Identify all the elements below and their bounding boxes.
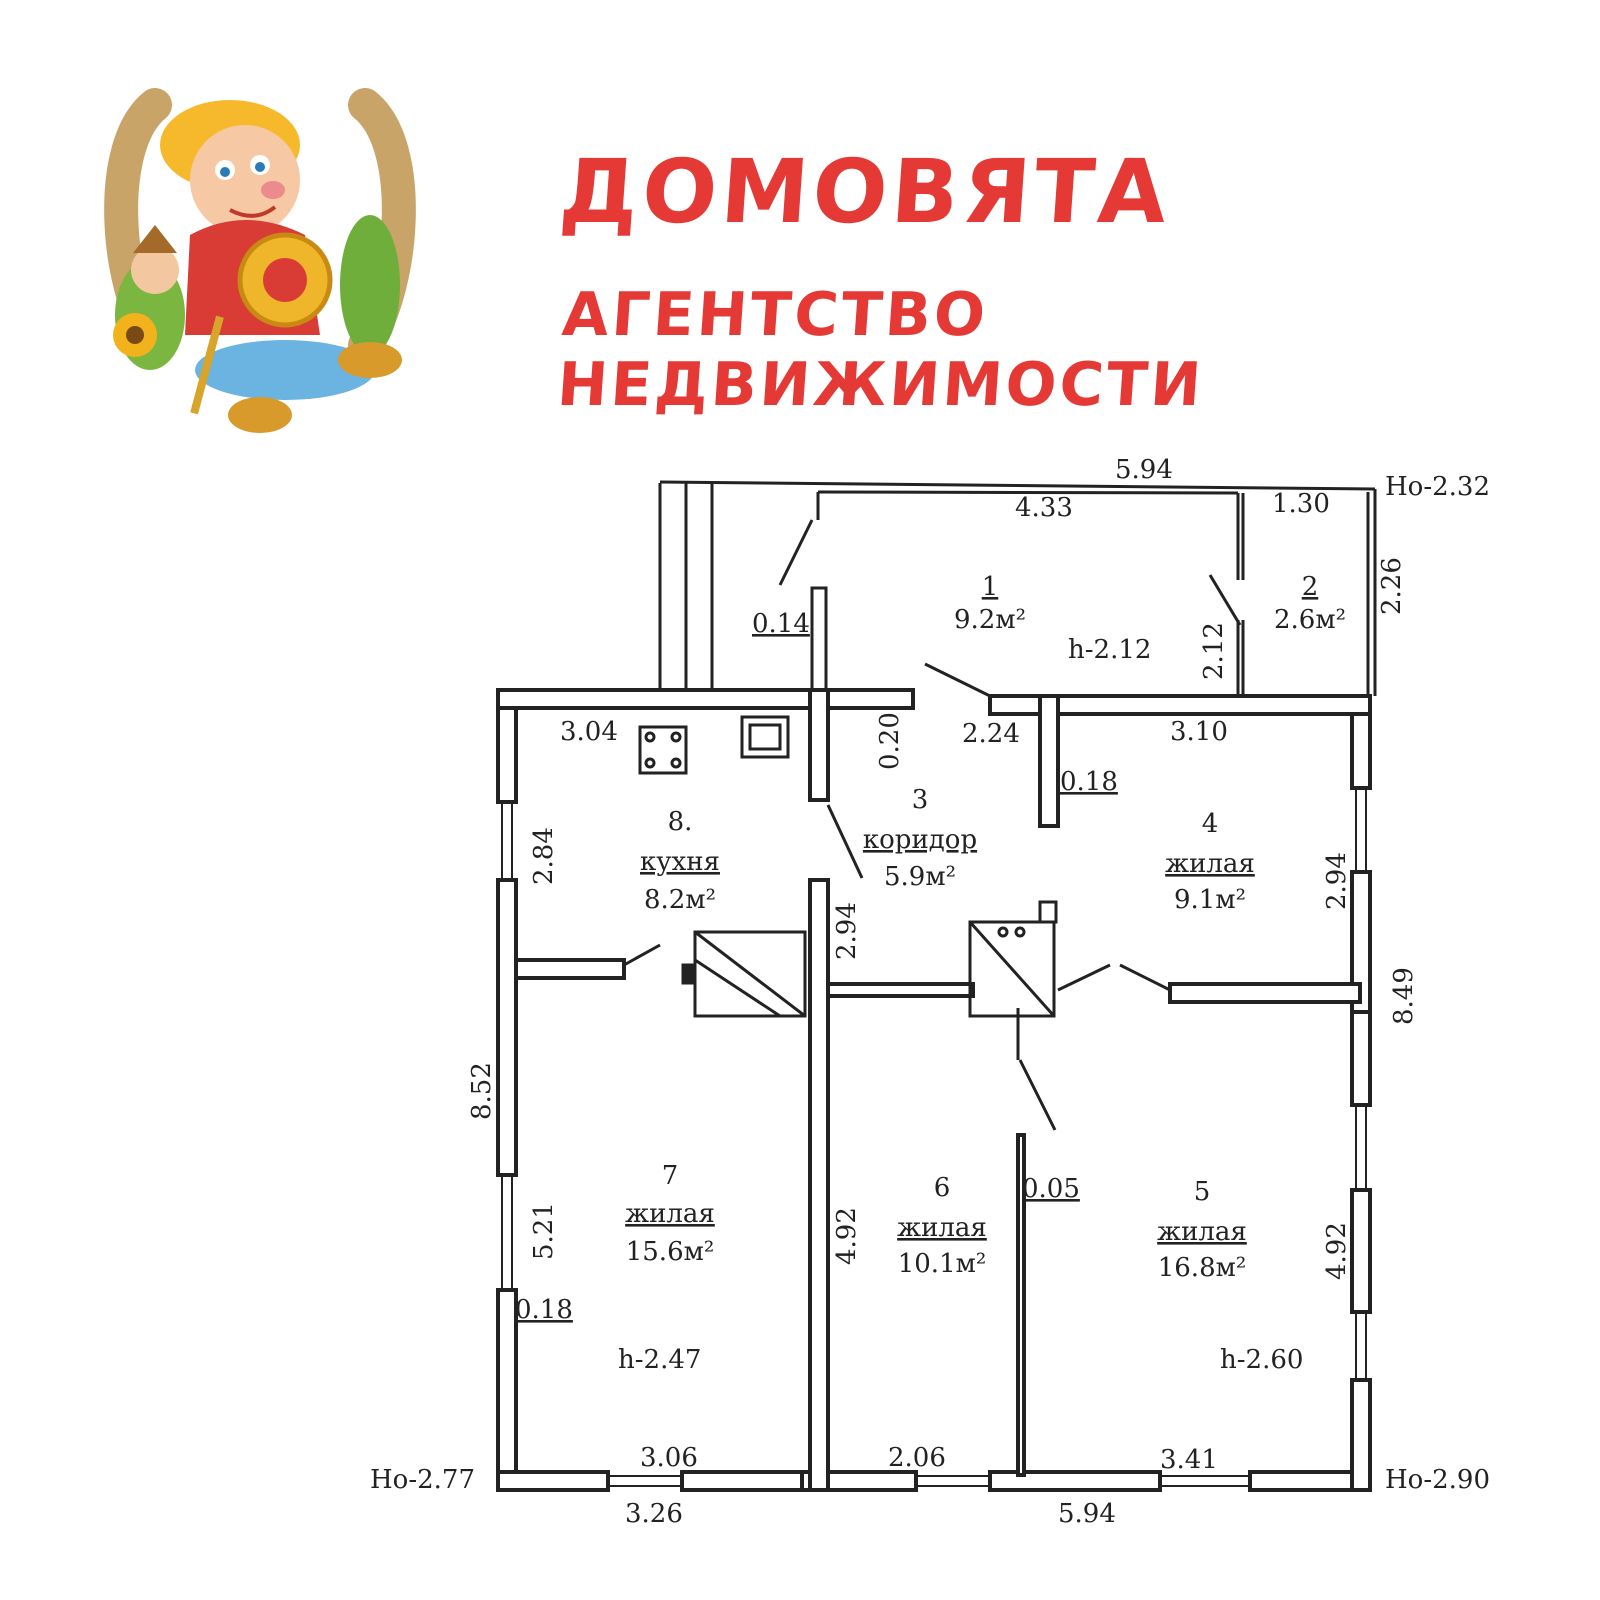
veranda <box>658 480 1377 698</box>
svg-text:4: 4 <box>1202 809 1219 839</box>
dim-r4-height: 2.94 <box>1322 852 1352 910</box>
dim-r5-wall: 0.05 <box>1022 1174 1080 1204</box>
leaves-icon <box>340 215 400 355</box>
fixtures <box>623 715 1171 1131</box>
agency-logo <box>104 88 416 433</box>
windows <box>501 788 1367 1487</box>
room-7: 7 жилая 15.6м² <box>625 1161 715 1267</box>
svg-text:жилая: жилая <box>625 1199 715 1229</box>
dim-r2-height: 2.12 <box>1199 622 1229 680</box>
level-top-right: Ho-2.32 <box>1385 472 1490 502</box>
height-porch: h-2.12 <box>1068 635 1151 665</box>
dim-r6-width: 2.06 <box>888 1443 946 1473</box>
small-domovoy-head <box>131 246 179 294</box>
dim-r7-wall: 0.18 <box>515 1295 573 1325</box>
room-5: 5 жилая 16.8м² <box>1157 1177 1247 1283</box>
dim-r8-width: 3.04 <box>560 717 618 747</box>
svg-text:1: 1 <box>982 572 999 602</box>
exterior-walls <box>496 688 1372 1492</box>
dim-r7-width: 3.06 <box>640 1443 698 1473</box>
dim-corr-height: 2.94 <box>832 902 862 960</box>
svg-text:7: 7 <box>662 1161 679 1191</box>
svg-text:2.6м²: 2.6м² <box>1274 605 1346 635</box>
svg-text:16.8м²: 16.8м² <box>1158 1253 1247 1283</box>
dim-r7-height: 5.21 <box>529 1202 559 1260</box>
room-labels: 1 9.2м² 2 2.6м² 3 коридор 5.9м² 4 жилая … <box>625 572 1346 1283</box>
svg-text:3: 3 <box>912 785 929 815</box>
room-3: 3 коридор 5.9м² <box>863 785 977 892</box>
dim-r4-wall: 0.18 <box>1060 767 1118 797</box>
dimension-labels: 5.94 Ho-2.32 4.33 1.30 2.26 0.14 2.12 h-… <box>370 455 1490 1529</box>
oven-right-icon <box>968 920 1056 1018</box>
level-bottom-left: Ho-2.77 <box>370 1465 475 1495</box>
dim-bottom-right: 5.94 <box>1058 1499 1116 1529</box>
svg-text:жилая: жилая <box>1157 1217 1247 1247</box>
svg-text:9.2м²: 9.2м² <box>954 605 1026 635</box>
svg-text:коридор: коридор <box>863 825 977 855</box>
svg-text:жилая: жилая <box>897 1213 987 1243</box>
svg-text:5.9м²: 5.9м² <box>884 862 956 892</box>
svg-text:5: 5 <box>1194 1177 1211 1207</box>
svg-text:9.1м²: 9.1м² <box>1174 885 1246 915</box>
dim-r2-width: 1.30 <box>1272 489 1330 519</box>
svg-text:10.1м²: 10.1м² <box>898 1249 987 1279</box>
room-2: 2 2.6м² <box>1274 572 1346 635</box>
height-left: h-2.47 <box>618 1345 701 1375</box>
bast-shoe-icon <box>338 342 402 378</box>
room-4: 4 жилая 9.1м² <box>1165 809 1255 915</box>
svg-text:8.: 8. <box>668 807 693 837</box>
room-8: 8. кухня 8.2м² <box>640 807 720 915</box>
dim-r5-width: 3.41 <box>1160 1445 1218 1475</box>
dim-r6-height: 4.92 <box>832 1207 862 1265</box>
svg-text:15.6м²: 15.6м² <box>626 1237 715 1267</box>
stove-icon <box>638 725 688 775</box>
dim-left-height: 8.52 <box>467 1062 497 1120</box>
svg-text:2: 2 <box>1302 572 1319 602</box>
svg-text:кухня: кухня <box>640 847 720 877</box>
svg-text:6: 6 <box>934 1173 951 1203</box>
dim-bottom-left: 3.26 <box>625 1499 683 1529</box>
dim-corr-width: 2.24 <box>962 719 1020 749</box>
dim-r8-height: 2.84 <box>529 827 559 885</box>
height-right: h-2.60 <box>1220 1345 1303 1375</box>
dim-r5-height: 4.92 <box>1322 1222 1352 1280</box>
dim-porch-right: 2.26 <box>1377 557 1407 615</box>
dim-r4-width: 3.10 <box>1170 717 1228 747</box>
key-icon <box>190 315 224 415</box>
dim-right-height: 8.49 <box>1389 967 1419 1025</box>
svg-text:8.2м²: 8.2м² <box>644 885 716 915</box>
dim-top-total: 5.94 <box>1115 455 1173 485</box>
dim-r1-width: 4.33 <box>1015 493 1073 523</box>
level-bottom-right: Ho-2.90 <box>1385 1465 1490 1495</box>
dim-porch-wall: 0.14 <box>752 609 810 639</box>
svg-text:жилая: жилая <box>1165 849 1255 879</box>
room-1: 1 9.2м² <box>954 572 1026 635</box>
room-6: 6 жилая 10.1м² <box>897 1173 987 1279</box>
domovoy-pants <box>195 340 375 400</box>
dim-corr-wall: 0.20 <box>875 712 905 770</box>
sink-icon <box>740 715 790 759</box>
